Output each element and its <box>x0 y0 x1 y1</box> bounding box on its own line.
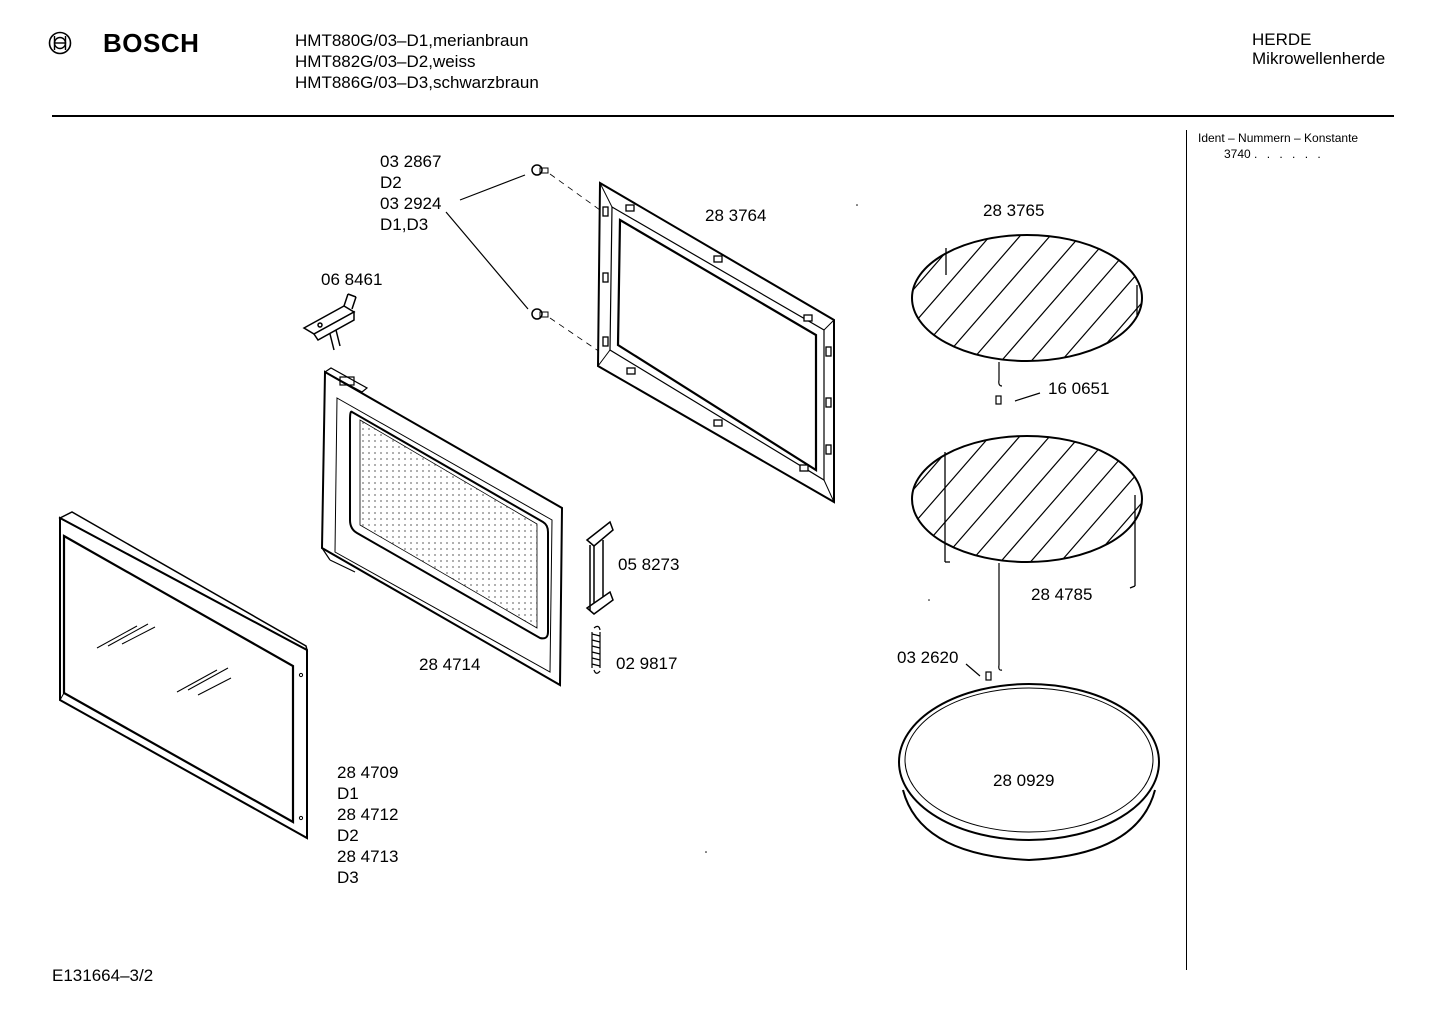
model-line: HMT880G/03–D1,merianbraun <box>295 31 529 50</box>
part-number: 28 4709 <box>337 763 399 782</box>
label-rack: 28 4785 <box>1031 585 1093 604</box>
door-latch <box>585 520 614 615</box>
roller-ring <box>898 683 1160 862</box>
model-line: HMT886G/03–D3,schwarzbraun <box>295 73 539 92</box>
wire-rack <box>911 435 1143 589</box>
screw-dashed-guides <box>549 173 601 353</box>
turntable-spindle <box>965 563 1003 681</box>
label-spring: 02 9817 <box>616 654 678 673</box>
model-line: HMT882G/03–D2,weiss <box>295 52 476 71</box>
header-divider <box>52 115 1394 117</box>
label-door-panel: 28 4709 D1 28 4712 D2 28 4713 D3 <box>337 762 398 888</box>
ident-panel: Ident – Nummern – Konstante 3740 . . . .… <box>1198 130 1358 162</box>
brand-name: BOSCH <box>103 28 200 58</box>
door-frame <box>320 367 564 687</box>
category-line: Mikrowellenherde <box>1252 49 1386 68</box>
ident-dots: . . . . . . <box>1254 147 1324 161</box>
ident-title: Ident – Nummern – Konstante <box>1198 131 1359 145</box>
label-spindle: 03 2620 <box>897 648 959 667</box>
label-screws: 03 2867 D2 03 2924 D1,D3 <box>380 151 441 235</box>
label-glass-tray: 28 3765 <box>983 201 1045 220</box>
part-number: 03 2924 <box>380 194 442 213</box>
hinge-bracket <box>302 293 357 351</box>
variant-code: D2 <box>337 826 359 845</box>
model-list: HMT880G/03–D1,merianbraun HMT882G/03–D2,… <box>295 30 539 93</box>
latch-spring <box>591 625 601 674</box>
drawing-id: E131664–3/2 <box>52 966 154 985</box>
variant-code: D2 <box>380 173 402 192</box>
label-door-frame: 28 4714 <box>419 655 481 674</box>
label-coupler: 16 0651 <box>1048 379 1110 398</box>
ident-constant-row: 3740 . . . . . . <box>1198 146 1358 162</box>
label-inner-frame: 28 3764 <box>705 206 767 225</box>
inner-door-frame <box>596 181 835 504</box>
product-category: HERDE Mikrowellenherde <box>1252 30 1385 68</box>
screw-leader-lines <box>445 174 529 310</box>
scan-marks <box>705 204 930 853</box>
glass-turntable-tray <box>911 234 1143 362</box>
ident-constant: 3740 <box>1224 147 1251 161</box>
sidebar-divider <box>1186 130 1187 970</box>
part-number: 28 4713 <box>337 847 399 866</box>
screw-lower <box>531 308 549 320</box>
variant-code: D1,D3 <box>380 215 429 234</box>
screw-upper <box>531 164 549 176</box>
turntable-coupler <box>995 362 1041 405</box>
part-number: 28 4712 <box>337 805 399 824</box>
label-latch: 05 8273 <box>618 555 680 574</box>
bosch-armature-icon <box>48 31 72 55</box>
variant-code: D1 <box>337 784 359 803</box>
label-hinge: 06 8461 <box>321 270 383 289</box>
category-line: HERDE <box>1252 30 1312 49</box>
door-glass-panel <box>58 511 309 840</box>
variant-code: D3 <box>337 868 359 887</box>
label-ring: 28 0929 <box>993 771 1055 790</box>
part-number: 03 2867 <box>380 152 442 171</box>
